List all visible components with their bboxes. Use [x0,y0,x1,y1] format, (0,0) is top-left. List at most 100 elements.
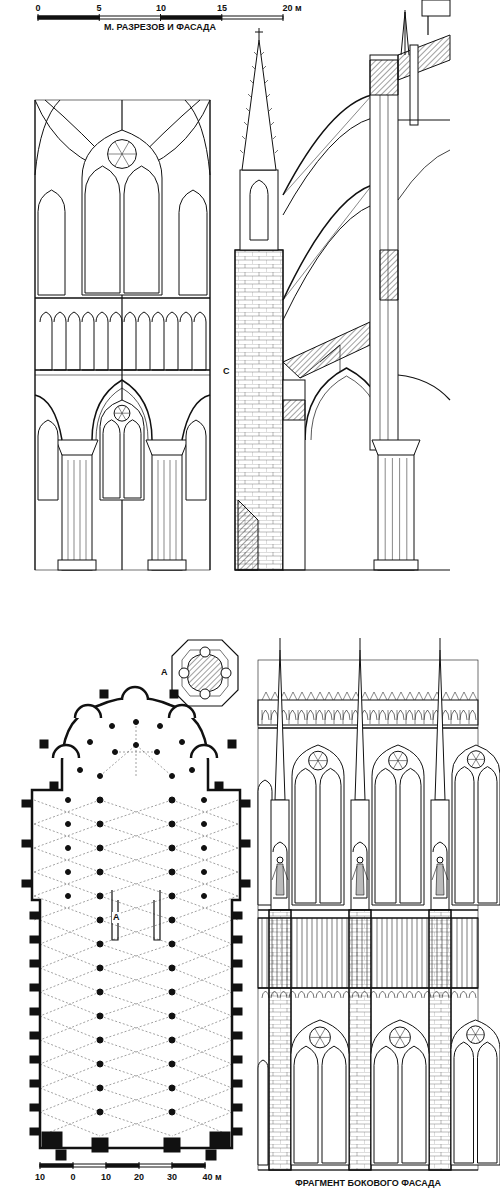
balustrade-post [334,710,335,724]
buttress-plan [232,936,242,943]
lancet [402,1046,426,1163]
balustrade-arch [334,710,341,720]
cresting [343,692,351,700]
buttress-plan [232,1032,242,1039]
vault-rib-plan [40,920,100,944]
tracery [389,760,398,761]
triforium-arcade [124,312,136,370]
pier-base [148,560,186,570]
angel-niche [353,842,367,898]
scale-segment [38,16,99,19]
triforium-arcade [152,312,164,370]
balustrade-arch [460,710,467,720]
cresting [271,692,279,700]
lancet [294,1046,318,1163]
crocket [248,94,251,97]
window-frame [292,745,344,905]
angel-figure [437,857,443,863]
drawing-caption: М. РАЗРЕЗОВ И ФАСАДА [103,22,217,33]
corbel-arch [334,991,341,998]
vault-rib-plan [172,1016,232,1040]
vault-rib-plan [100,992,172,1016]
portal-buttress [206,1150,216,1160]
cut-section [370,60,398,95]
scale-bar [40,1164,205,1167]
window-frame [82,130,162,295]
tracery [398,761,403,769]
window-frame [372,745,424,905]
cut-section [283,400,305,420]
vault-rib-plan [172,1088,232,1112]
lancet [85,166,120,293]
vault-rib-plan [172,872,238,896]
corbel-arch [370,991,377,998]
balustrade-post [406,710,407,724]
buttress-plan [30,1056,40,1063]
pier-plan [169,893,175,899]
aisle-cornice [258,987,478,989]
scale-tick [172,1162,173,1169]
vault-rib-plan [100,1088,172,1112]
cut-section [380,250,398,300]
pier-shaft [176,460,177,570]
vault-rib-plan [100,824,172,848]
choir-screen [112,890,160,940]
rose-window [310,1027,331,1048]
scale-segment [161,16,222,19]
section-mark: С [222,366,231,377]
tracery [122,142,129,154]
balustrade-post [343,710,344,724]
tower-pier [210,1132,230,1148]
pier [62,450,92,570]
roof-truss [320,345,340,362]
pier-plan [66,822,71,827]
scale-tick [40,1162,41,1169]
string-course [35,375,210,376]
crocket [265,80,268,83]
portal-buttress [56,1150,66,1160]
lancet [454,1042,474,1163]
balustrade-arch [262,710,269,720]
scale-tick [73,1162,74,1169]
balustrade-arch [271,710,278,720]
vault-rib-plan [100,872,172,896]
vault-rib-plan [34,848,100,872]
scale-number: 0 [69,1172,76,1183]
flying-buttress [283,185,372,300]
buttress-plan [232,960,242,967]
pier-plan [97,1037,103,1043]
pier-plan [169,917,175,923]
cut-section [238,500,258,570]
pier-plan [88,740,93,745]
triforium-arcade [166,312,178,370]
window-edge [258,1060,268,1165]
tracery [400,1037,405,1046]
pier-shaft [74,460,75,570]
corbel-arch [352,991,359,998]
crocket [269,108,272,111]
pier-plan [66,798,71,803]
ground-line [235,569,450,570]
scale-number: 20 [133,1172,145,1183]
vault-rib-plan [100,1064,172,1088]
vault-rib-plan [40,1064,100,1088]
vault-rib-plan [172,848,238,872]
cresting [424,692,432,700]
buttress-plan [100,690,108,698]
cresting [289,692,297,700]
lancet [124,420,141,498]
pier-plan [97,1061,103,1067]
crocket [271,122,274,125]
scale-number: 10 [100,1172,112,1183]
pier-shaft [86,460,87,570]
cornice [258,727,478,729]
corbel-arch [298,991,305,998]
corbel-arch [280,991,287,998]
tracery [114,413,122,414]
pier-shaft [406,458,407,570]
flying-buttress [283,205,372,320]
cresting [361,692,369,700]
buttress-plan [170,690,178,698]
angel-wing [352,866,368,880]
